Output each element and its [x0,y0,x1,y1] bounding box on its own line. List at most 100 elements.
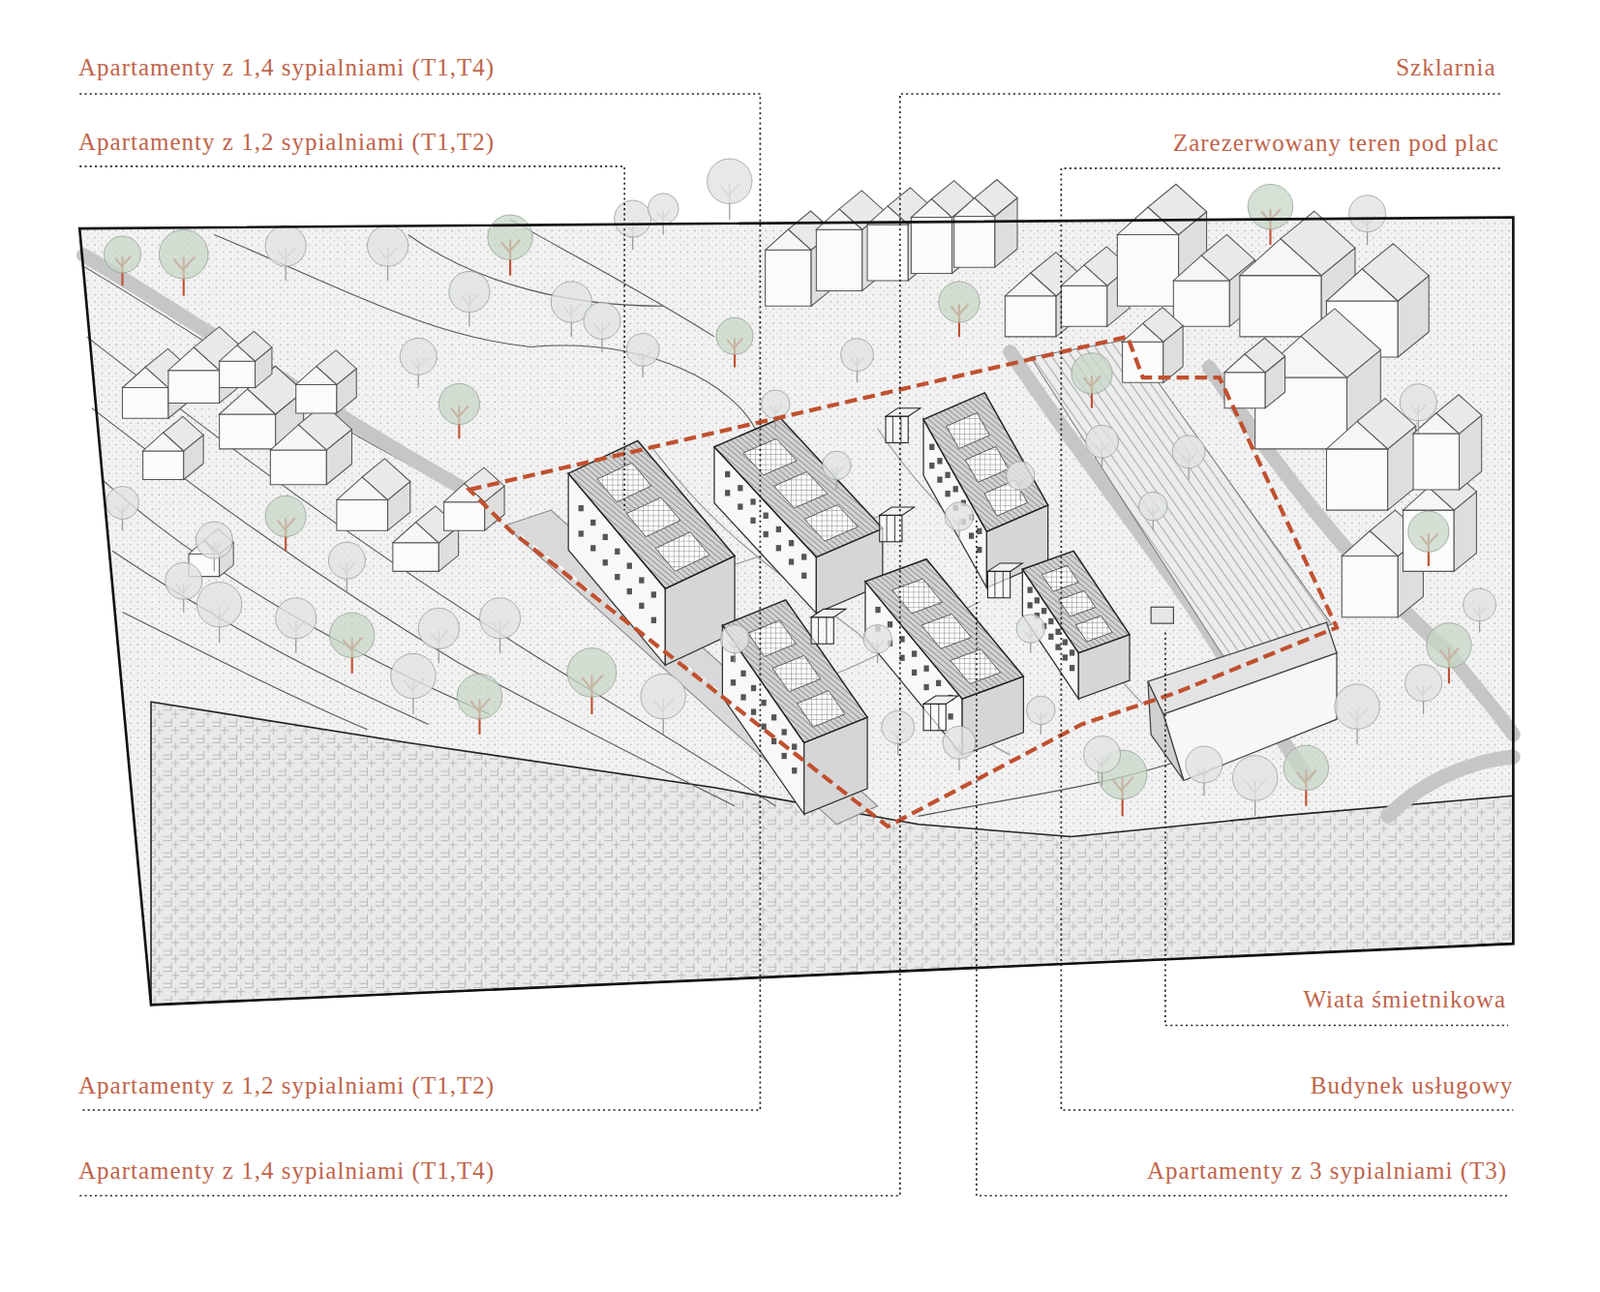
building-window [651,591,657,598]
building-window [944,490,950,497]
solar-panel [950,649,1001,685]
house-wall [1239,275,1322,337]
tree-crown [626,333,660,367]
tree [1334,684,1380,746]
tree [1084,735,1121,785]
building-roof [722,600,868,744]
building-window [614,548,620,555]
building-window [627,588,633,595]
house-wall [1413,433,1459,490]
tree [1463,588,1497,634]
solar-panel [804,505,858,543]
building-window [923,665,929,672]
tree [1232,755,1277,817]
solar-panel [1075,615,1113,642]
building-window [953,485,959,492]
tree-crown [760,390,790,420]
tree-crown [647,193,679,225]
tree [438,383,480,439]
contour-lines [81,219,1513,817]
house-wall [1224,372,1266,409]
building-window [730,679,736,686]
tree-crown [1138,491,1168,521]
building-window [1062,638,1068,645]
tree-crown [863,624,893,654]
building-window [782,728,787,735]
house-wall [1060,285,1107,327]
site-paths [653,428,1144,755]
tree [158,229,209,296]
tree [942,725,976,771]
building-window [638,576,644,583]
building-window [614,573,620,580]
tree-crown [1084,735,1121,773]
building-window [751,685,756,692]
building-window [651,617,657,624]
building-window [791,767,797,774]
greenhouse [811,608,846,644]
house-roof [1280,211,1356,275]
terrain-outline [79,217,1513,1006]
solar-panel [773,471,827,509]
tree [567,648,617,715]
tree-crown [438,383,480,424]
tree [328,542,365,592]
building-window [782,753,787,759]
house-wall [122,388,169,420]
tree [1247,183,1293,245]
building-window [638,603,644,609]
tree [1071,353,1113,409]
house-wall [815,229,862,291]
house-wall [910,217,952,274]
tree [106,486,140,532]
building-window [1041,607,1047,614]
tree-crown [640,673,686,719]
tree [449,271,490,327]
tree-crown [328,542,365,579]
tree [456,673,502,735]
tree-crown [265,495,306,537]
building-window [801,573,807,579]
building-window [1048,618,1054,625]
tree-crown [938,281,980,323]
building-window [763,513,769,519]
tree-crown [367,225,409,267]
tree-crown [1071,353,1113,394]
tree-crown [487,214,533,260]
existing-house [954,180,1018,269]
tree-crown [418,607,459,649]
solar-panel [1041,565,1079,592]
tree [367,225,409,281]
building-window [724,471,730,478]
callout-label: Apartamenty z 1,2 sypialniami (T1,T2) [76,1071,497,1101]
greenhouse-roof [811,608,846,617]
tree [1172,435,1206,481]
building-window [791,743,797,750]
tree [841,338,875,384]
tree [938,281,980,337]
house-wall [1116,234,1178,306]
tree-crown [583,301,621,339]
house-wall [765,249,812,306]
house-roof [1244,337,1285,373]
building-window [740,670,746,677]
building-window [737,484,743,491]
building-window [750,498,755,505]
greenhouse-frame [879,514,903,542]
tree [1016,614,1046,654]
tree-crown [1399,384,1437,422]
tree-crown [881,711,915,745]
building-window [603,559,608,566]
callout-label: Zarezerwowany teren pod plac [1171,128,1502,158]
tree-crown [391,653,436,698]
tree-crown [1016,614,1046,644]
tree-crown [720,624,750,654]
greenhouse-frame [811,617,834,644]
building-window [976,546,982,553]
solar-panel [796,691,846,727]
building-window [788,558,794,565]
building-window [724,489,730,496]
house-wall [1403,510,1455,572]
building-window [776,544,782,551]
tree [1405,664,1443,715]
